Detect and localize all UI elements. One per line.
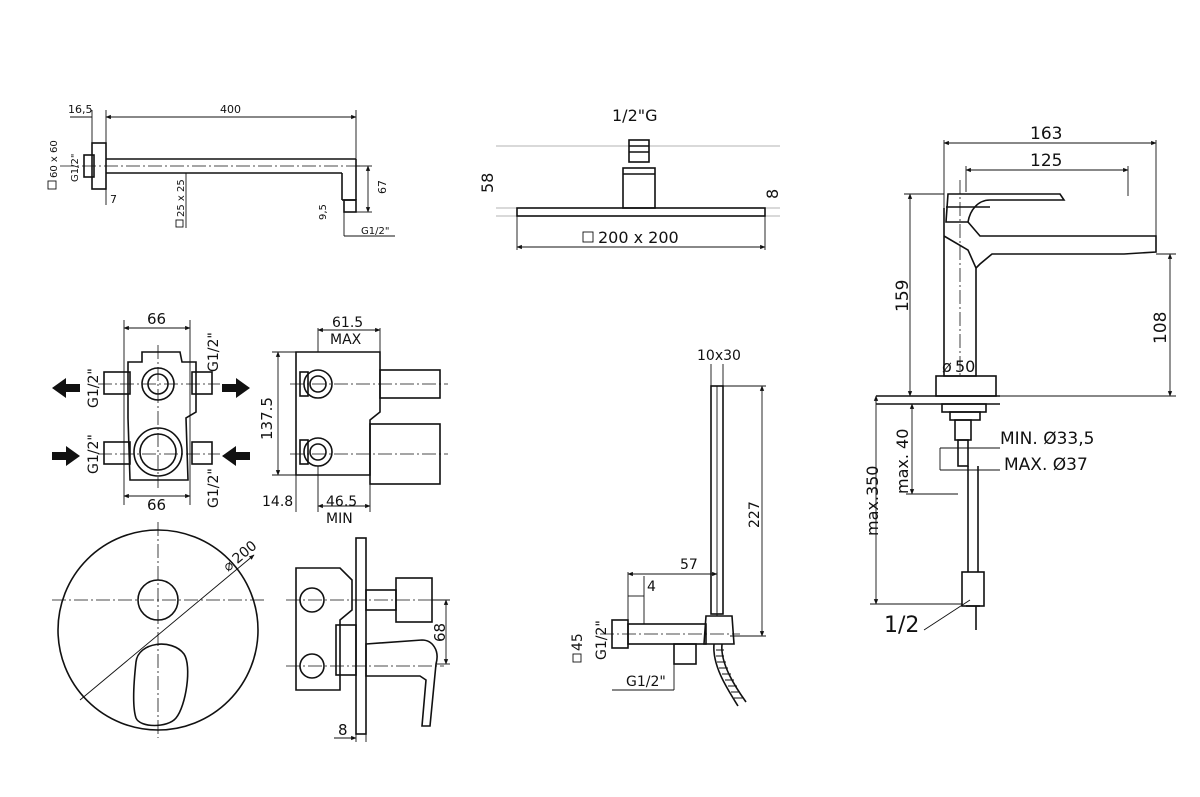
mixer-plate-front-view: ⌀ 200 xyxy=(52,522,264,738)
arm-dim-height: 67 xyxy=(376,180,389,194)
arm-dim-tube: 25 x 25 xyxy=(176,179,187,217)
hand-dim-4: 4 xyxy=(647,579,656,595)
arm-thread-inlet: G1/2" xyxy=(70,154,81,182)
basin-dim-max350: max.350 xyxy=(863,466,882,536)
head-thread: 1/2"G xyxy=(612,106,658,125)
valve-dim-width-top: 66 xyxy=(147,310,166,328)
plate-dim-8: 8 xyxy=(338,721,348,739)
basin-dim-min-hole: MIN. Ø33,5 xyxy=(1000,429,1094,449)
basin-dim-163: 163 xyxy=(1030,124,1062,144)
shower-head-view: 1/2"G 200 x 200 58 8 xyxy=(478,106,782,250)
valve-label-max: MAX xyxy=(330,332,362,348)
valve-thread-left-top: G1/2" xyxy=(86,368,102,408)
valve-dim-max: 61.5 xyxy=(332,315,363,331)
plate-dim-68: 68 xyxy=(431,623,449,642)
hand-thread-vertical: G1/2" xyxy=(594,620,610,660)
hand-dim-45: 45 xyxy=(570,633,586,651)
shower-arm-view: 16,5 400 60 x 60 G1/2" 7 25 x 25 67 9,5 … xyxy=(47,103,395,237)
arm-dim-end-offset: 9,5 xyxy=(318,204,329,220)
plate-dim-diameter: 200 xyxy=(229,538,260,567)
valve-label-min: MIN xyxy=(326,511,353,527)
mixer-side-view: 68 8 xyxy=(286,537,450,742)
basin-dim-base-sym: ø xyxy=(942,357,952,376)
hand-dim-227: 227 xyxy=(747,501,763,528)
valve-thread-right-top: G1/2" xyxy=(206,332,222,372)
basin-dim-max40: max. 40 xyxy=(893,429,912,494)
arm-dim-flange: 60 x 60 xyxy=(49,140,60,178)
head-dim-height: 58 xyxy=(478,173,497,193)
basin-dim-base: 50 xyxy=(955,357,975,376)
hand-shower-view: 10x30 227 57 4 45 G1/2" xyxy=(570,348,766,707)
basin-dim-125: 125 xyxy=(1030,151,1062,171)
hand-dim-57: 57 xyxy=(680,557,698,573)
head-dim-size: 200 x 200 xyxy=(598,228,679,247)
basin-dim-max-hole: MAX. Ø37 xyxy=(1004,455,1088,475)
valve-thread-left-bottom: G1/2" xyxy=(86,434,102,474)
basin-dim-159: 159 xyxy=(893,280,913,312)
basin-dim-108: 108 xyxy=(1151,312,1171,344)
hand-thread-bottom: G1/2" xyxy=(626,674,666,690)
arm-thread-outlet: G1/2" xyxy=(361,226,389,237)
valve-dim-14-8: 14.8 xyxy=(262,494,293,510)
valve-dim-height: 137.5 xyxy=(258,397,276,440)
valve-dim-min: 46.5 xyxy=(326,494,357,510)
arm-dim-length: 400 xyxy=(220,103,241,116)
hand-dim-bar: 10x30 xyxy=(697,348,741,364)
head-dim-plate: 8 xyxy=(763,189,782,199)
basin-mixer-view: 163 125 159 108 ø 50 xyxy=(863,124,1176,638)
arm-dim-depth: 16,5 xyxy=(68,103,93,116)
arm-dim-flange-thk: 7 xyxy=(110,193,117,206)
valve-thread-right-bottom: G1/2" xyxy=(206,468,222,508)
basin-thread: 1/2 xyxy=(884,613,919,638)
valve-dim-width-bottom: 66 xyxy=(147,496,166,514)
valve-body-front-view: 66 66 G1/2" G1/2" G1/2" G1/2" xyxy=(52,310,250,514)
valve-body-side-view: 137.5 61.5 MAX 14.8 46.5 MIN xyxy=(258,315,448,527)
